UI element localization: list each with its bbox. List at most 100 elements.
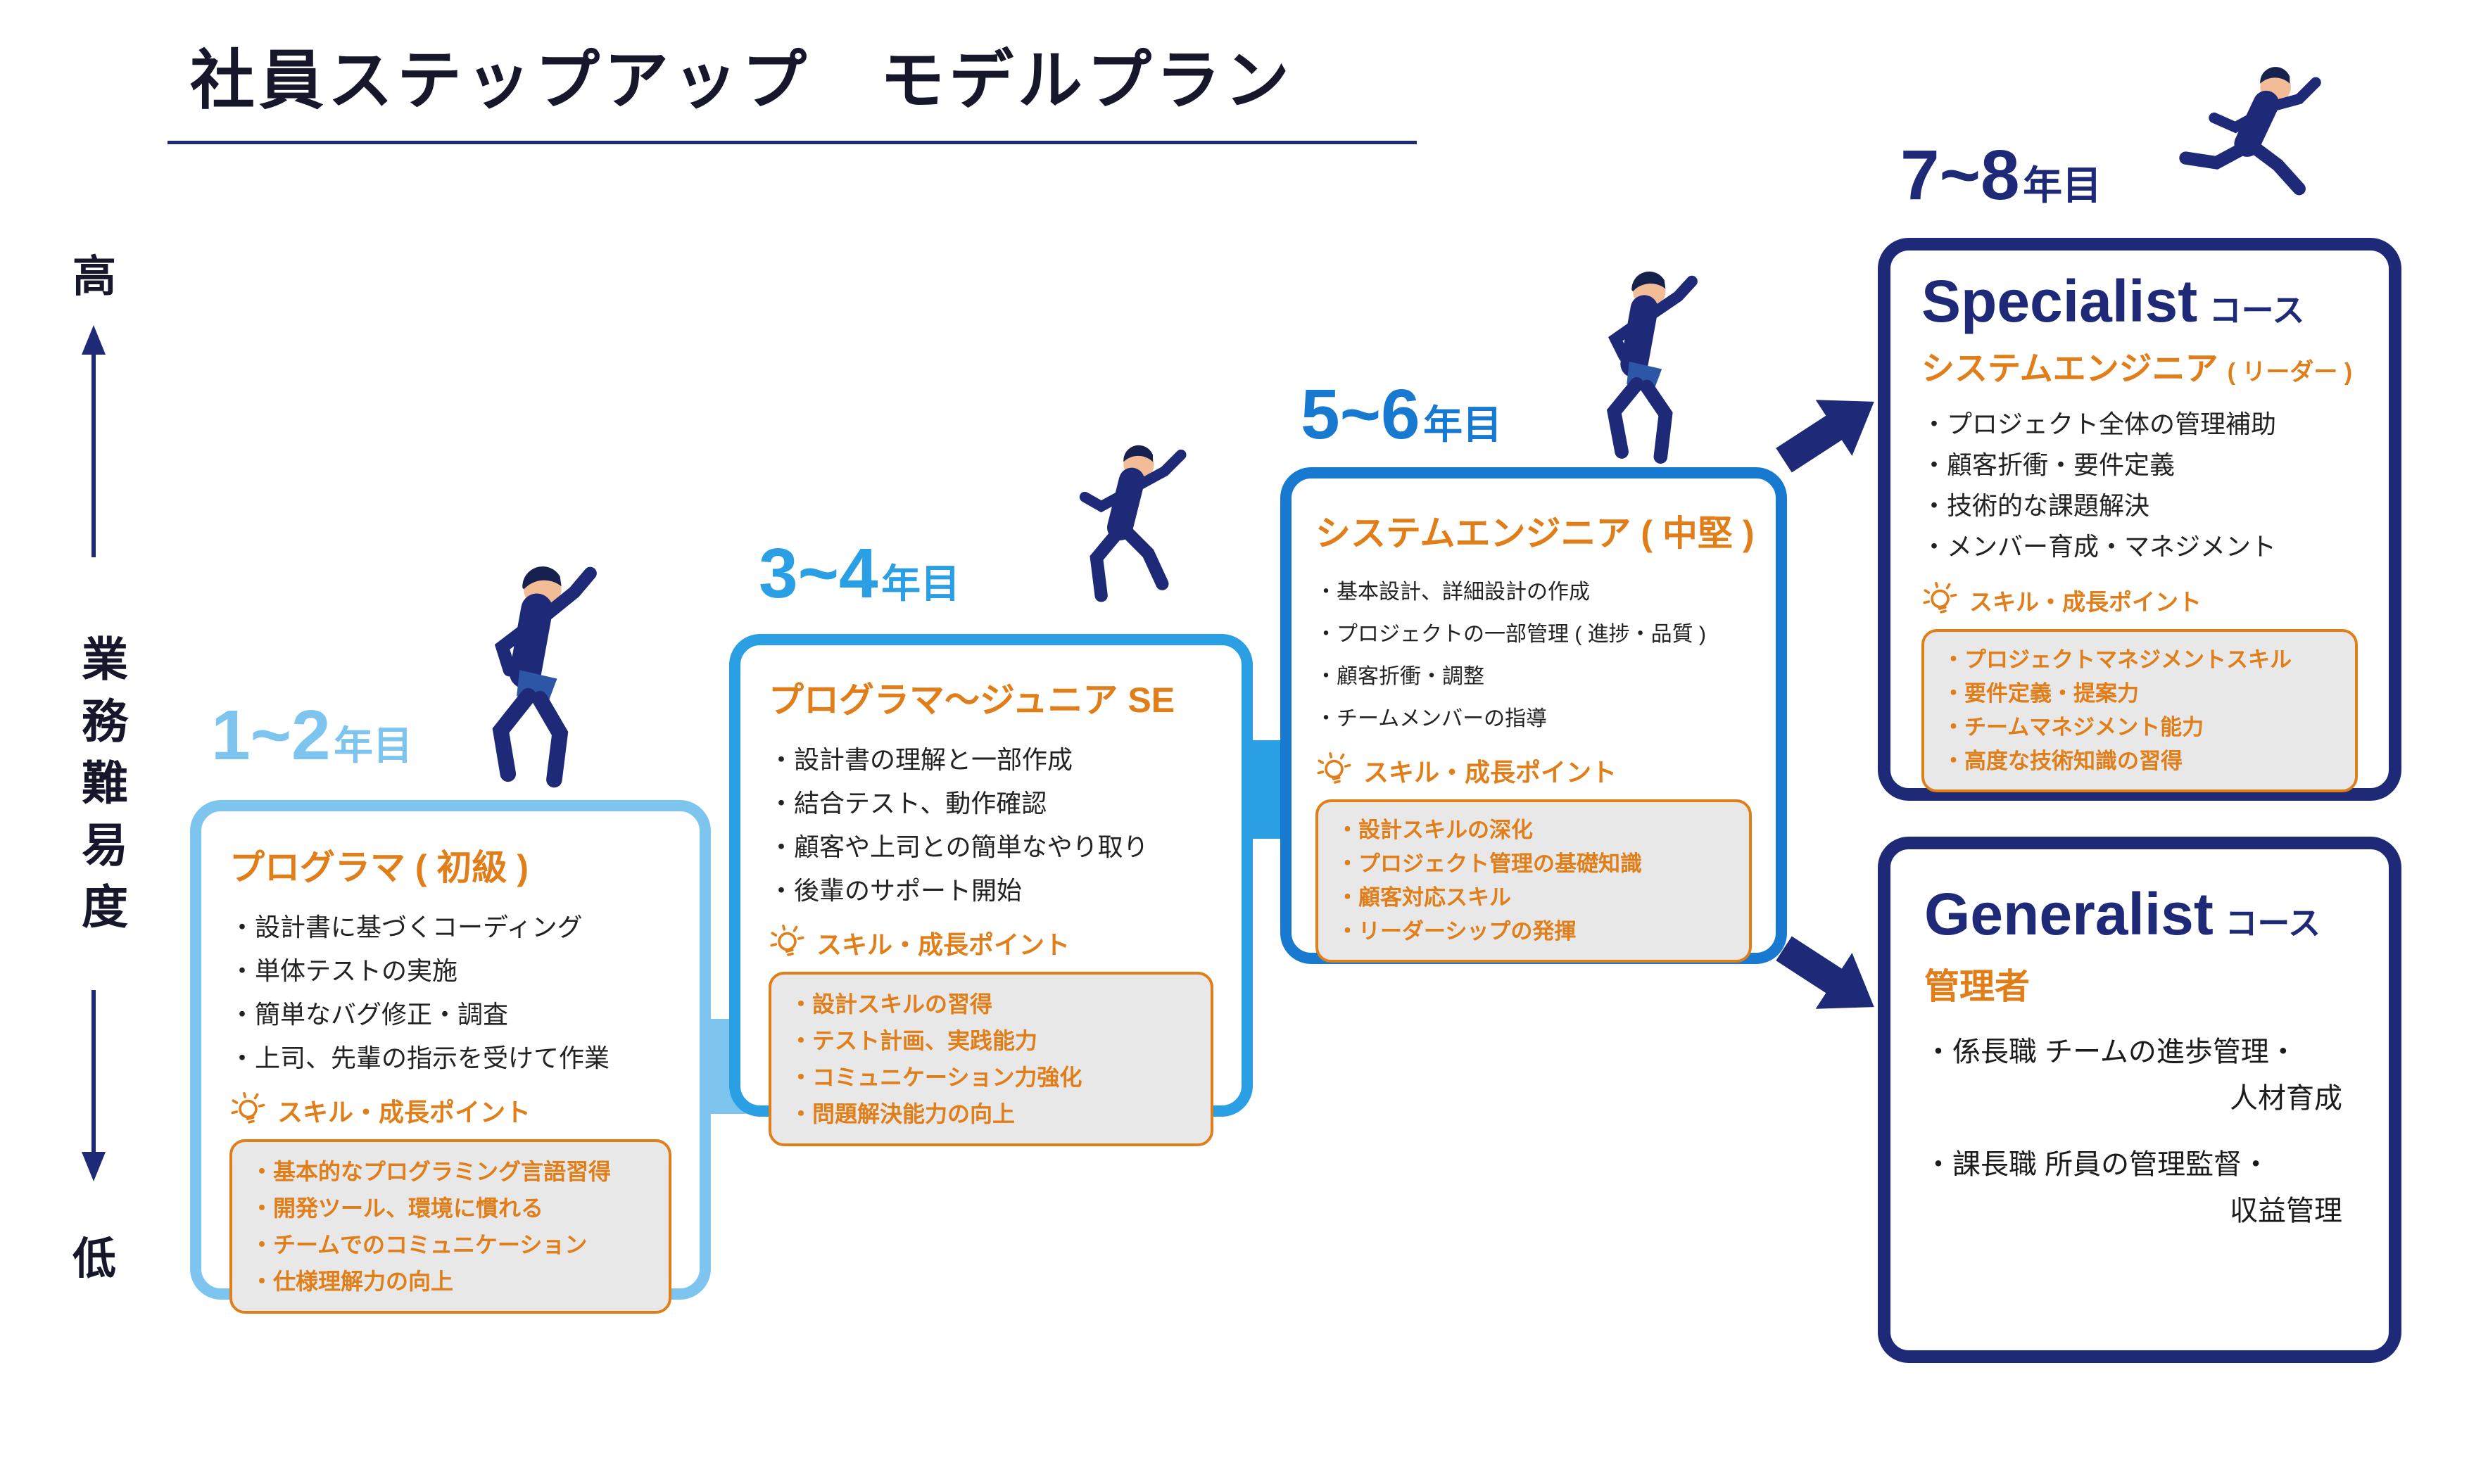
stage2-card: プログラマ〜ジュニア SE ・設計書の理解と一部作成 ・結合テスト、動作確認 ・…	[729, 634, 1253, 1146]
arrow-to-specialist-icon	[1776, 400, 1874, 473]
generalist-duty-item: ・課長職 所員の管理監督・ 収益管理	[1924, 1141, 2355, 1234]
specialist-skill-box: ・プロジェクトマネジメントスキル ・要件定義・提案力 ・チームマネジメント能力 …	[1921, 629, 2358, 792]
duty-item: ・顧客や上司との簡単なやり取り	[769, 832, 1149, 861]
skill-item: ・高度な技術知識の習得	[1943, 749, 2183, 773]
generalist-course-title: Generalist コース	[1924, 880, 2355, 949]
generalist-subtitle: 管理者	[1924, 967, 2030, 1006]
axis-title: 業務難易度	[75, 635, 127, 944]
skill-item: ・リーダーシップの発揮	[1337, 919, 1577, 944]
stage2-duties-list: ・設計書の理解と一部作成 ・結合テスト、動作確認 ・顧客や上司との簡単なやり取り…	[769, 738, 1213, 913]
stage2-year-number: 3~4	[759, 534, 878, 613]
duty-line: ・係長職 チームの進歩管理・	[1924, 1036, 2297, 1067]
skill-item: ・チームでのコミュニケーション	[251, 1232, 588, 1257]
specialist-duties-list: ・プロジェクト全体の管理補助 ・顧客折衝・要件定義 ・技術的な課題解決 ・メンバ…	[1921, 404, 2358, 567]
duty-item: ・顧客折衝・調整	[1315, 665, 1484, 688]
duty-item: ・基本設計、詳細設計の作成	[1315, 581, 1590, 604]
duty-line: 収益管理	[2230, 1196, 2342, 1226]
stage1-year-label: 1~2 年目	[211, 695, 412, 776]
generalist-course-suffix: コース	[2225, 905, 2321, 941]
duty-item: ・上司、先輩の指示を受けて作業	[229, 1044, 610, 1072]
specialist-subtitle: システムエンジニア ( リーダー )	[1921, 341, 2358, 390]
stage1-year-suffix: 年目	[334, 723, 413, 768]
specialist-card: Specialist コース システムエンジニア ( リーダー ) ・プロジェク…	[1878, 238, 2401, 801]
lightbulb-icon	[1317, 751, 1351, 784]
duty-item: ・技術的な課題解決	[1921, 491, 2150, 520]
lightbulb-icon	[770, 924, 804, 956]
stage3-card: システムエンジニア ( 中堅 ) ・基本設計、詳細設計の作成 ・プロジェクトの一…	[1280, 467, 1787, 964]
specialist-year-label: 7~8 年目	[1900, 135, 2102, 216]
stage2-skill-box: ・設計スキルの習得 ・テスト計画、実践能力 ・コミュニケーション力強化 ・問題解…	[769, 972, 1213, 1146]
duty-line: ・課長職 所員の管理監督・	[1924, 1149, 2271, 1180]
stage3-year-suffix: 年目	[1423, 402, 1503, 447]
stage3-skill-header: スキル・成長ポイント	[1315, 751, 1752, 789]
generalist-duties-list: ・係長職 チームの進歩管理・ 人材育成 ・課長職 所員の管理監督・ 収益管理	[1924, 1029, 2355, 1234]
skill-item: ・顧客対応スキル	[1337, 885, 1511, 910]
stage1-year-number: 1~2	[211, 696, 331, 775]
duty-item: ・後輩のサポート開始	[769, 876, 1023, 905]
skill-item: ・コミュニケーション力強化	[790, 1065, 1082, 1090]
stage3-skill-label: スキル・成長ポイント	[1363, 758, 1617, 787]
lightbulb-icon	[231, 1091, 265, 1124]
stage2-year-suffix: 年目	[881, 562, 961, 606]
stage1-duties-list: ・設計書に基づくコーディング ・単体テストの実施 ・簡単なバグ修正・調査 ・上司…	[229, 906, 671, 1080]
page-title: 社員ステップアップ モデルプラン	[190, 45, 1294, 117]
duty-item: ・メンバー育成・マネジメント	[1921, 532, 2277, 561]
specialist-course-title: Specialist コース	[1921, 267, 2358, 336]
skill-item: ・仕様理解力の向上	[251, 1269, 454, 1294]
stage3-title: システムエンジニア ( 中堅 )	[1315, 514, 1755, 553]
duty-item: ・簡単なバグ修正・調査	[229, 1000, 509, 1029]
skill-item: ・設計スキルの習得	[790, 991, 993, 1017]
stage1-skill-box: ・基本的なプログラミング言語習得 ・開発ツール、環境に慣れる ・チームでのコミュ…	[229, 1139, 671, 1314]
stage3-year-label: 5~6 年目	[1301, 374, 1502, 455]
duty-item: ・結合テスト、動作確認	[769, 789, 1047, 818]
specialist-course-suffix: コース	[2209, 292, 2305, 329]
stage2-skill-header: スキル・成長ポイント	[769, 924, 1213, 962]
stage2-skill-label: スキル・成長ポイント	[816, 930, 1071, 959]
stage3-year-number: 5~6	[1301, 375, 1420, 454]
title-underline	[168, 141, 1417, 144]
skill-item: ・プロジェクトマネジメントスキル	[1943, 647, 2292, 672]
duty-item: ・プロジェクトの一部管理 ( 進捗・品質 )	[1315, 623, 1706, 646]
axis-arrow-up-icon	[82, 325, 106, 557]
duty-item: ・顧客折衝・要件定義	[1921, 450, 2176, 479]
stage3-duties-list: ・基本設計、詳細設計の作成 ・プロジェクトの一部管理 ( 進捗・品質 ) ・顧客…	[1315, 571, 1752, 740]
generalist-card: Generalist コース 管理者 ・係長職 チームの進歩管理・ 人材育成 ・…	[1878, 837, 2401, 1363]
duty-item: ・設計書に基づくコーディング	[229, 913, 583, 941]
skill-item: ・基本的なプログラミング言語習得	[251, 1159, 612, 1184]
person-climbing-icon	[1606, 271, 1698, 464]
duty-item: ・プロジェクト全体の管理補助	[1921, 410, 2277, 438]
stage1-title: プログラマ ( 初級 )	[229, 848, 529, 887]
specialist-year-suffix: 年目	[2023, 163, 2102, 208]
skill-item: ・設計スキルの深化	[1337, 818, 1533, 842]
specialist-year-number: 7~8	[1900, 136, 2020, 215]
duty-line: 人材育成	[2230, 1083, 2342, 1114]
axis-low-label: 低	[72, 1235, 116, 1283]
specialist-subtitle-text: システムエンジニア	[1921, 350, 2218, 387]
skill-item: ・問題解決能力の向上	[790, 1101, 1016, 1127]
axis-high-label: 高	[72, 253, 116, 301]
stage1-card: プログラマ ( 初級 ) ・設計書に基づくコーディング ・単体テストの実施 ・簡…	[190, 800, 711, 1314]
skill-item: ・開発ツール、環境に慣れる	[251, 1196, 544, 1221]
stage1-skill-label: スキル・成長ポイント	[277, 1098, 531, 1127]
stage3-skill-box: ・設計スキルの深化 ・プロジェクト管理の基礎知識 ・顧客対応スキル ・リーダーシ…	[1315, 799, 1752, 963]
person-climbing-icon	[492, 566, 597, 788]
skill-item: ・プロジェクト管理の基礎知識	[1337, 851, 1642, 876]
generalist-course-name: Generalist	[1924, 881, 2214, 947]
arrow-to-generalist-icon	[1776, 936, 1874, 1009]
stage2-title: プログラマ〜ジュニア SE	[769, 680, 1175, 720]
duty-item: ・チームメンバーの指導	[1315, 707, 1548, 730]
specialist-skill-header: スキル・成長ポイント	[1921, 581, 2358, 619]
person-leaping-icon	[2179, 67, 2321, 196]
duty-item: ・設計書の理解と一部作成	[769, 745, 1073, 774]
specialist-course-name: Specialist	[1921, 268, 2198, 334]
person-running-icon	[1079, 445, 1187, 602]
skill-item: ・チームマネジメント能力	[1943, 715, 2204, 740]
skill-item: ・テスト計画、実践能力	[790, 1028, 1038, 1053]
specialist-subtitle-note: ( リーダー )	[2227, 359, 2353, 386]
generalist-duty-item: ・係長職 チームの進歩管理・ 人材育成	[1924, 1029, 2355, 1122]
stage2-year-label: 3~4 年目	[759, 533, 960, 614]
axis-arrow-down-icon	[82, 990, 106, 1181]
duty-item: ・単体テストの実施	[229, 956, 458, 985]
skill-item: ・要件定義・提案力	[1943, 681, 2139, 706]
